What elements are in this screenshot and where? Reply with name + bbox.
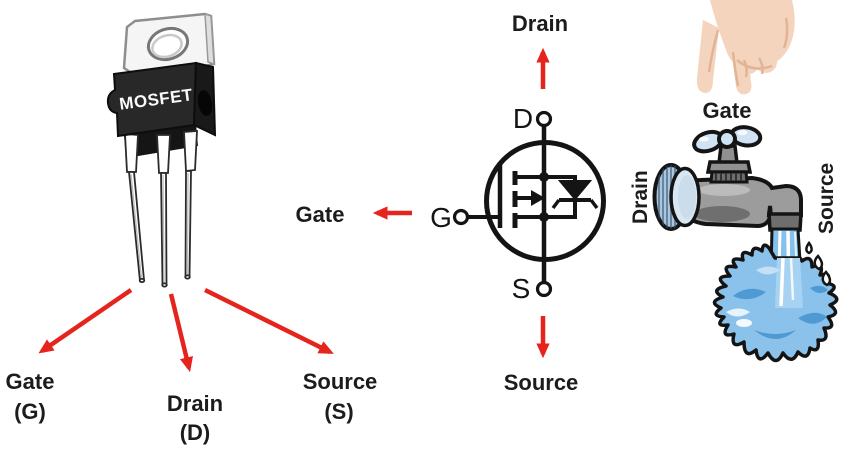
package-leg-source (183, 130, 198, 280)
tab-thickness-edge (204, 12, 215, 66)
tab-hole-inner-shadow (151, 33, 183, 59)
spout-mouth (767, 212, 803, 232)
faucet-flange (652, 163, 701, 231)
water (712, 227, 839, 363)
arrow-to-gate-icon (38, 288, 133, 354)
faucet-body-shadow (694, 206, 750, 222)
terminal-d (535, 110, 553, 128)
index-finger (696, 20, 719, 93)
pin-label-source: Source (303, 369, 378, 394)
terminal-d-letter: D (513, 103, 533, 134)
pin-label-gate: Gate (6, 369, 55, 394)
hand-shading (707, 17, 789, 87)
analogy-source-label: Source (815, 163, 838, 234)
faucet-analogy: Gate (629, 0, 839, 363)
arrow-to-drain-icon (168, 293, 194, 373)
terminal-g-letter: G (430, 202, 452, 233)
body-arrow-icon (531, 190, 545, 206)
faucet-body-highlight (698, 184, 750, 196)
pin-labels: Gate (G) Drain (D) Source (S) (6, 369, 378, 445)
splash-streak (779, 257, 785, 307)
analogy-gate-label: Gate (703, 98, 752, 123)
package-side-notch (197, 90, 213, 116)
body-diode (544, 175, 599, 219)
nut-ribs (715, 173, 742, 181)
pin-abbr-source: (S) (324, 399, 353, 424)
splash-dark-patches (733, 285, 828, 339)
package-leg-gate (124, 133, 146, 283)
splash-streak2 (789, 257, 795, 301)
mosfet-package-illustration: MOSFET Gate (G) Drain (D) Source (S) (6, 12, 378, 445)
faucet-bonnet (705, 160, 753, 174)
faucet-handle (692, 125, 763, 154)
faucet-illustration (652, 125, 803, 232)
splash-stream-core (775, 258, 803, 308)
pin-label-drain: Drain (167, 391, 223, 416)
terminal-s-letter: S (512, 273, 531, 304)
splash-light-patches (726, 266, 780, 327)
pin-abbr-gate: (G) (14, 399, 46, 424)
terminal-s (535, 280, 553, 298)
package-body: MOSFET (106, 61, 217, 138)
symbol-drain-label: Drain (512, 11, 568, 36)
symbol-gate-label: Gate (296, 202, 345, 227)
terminal-g (452, 208, 470, 226)
pin-abbr-drain: (D) (180, 420, 211, 445)
pin-callout-arrows (38, 287, 334, 373)
mosfet-circuit-symbol: Drain (296, 11, 606, 395)
package-metal-tab (122, 12, 216, 74)
water-droplets (805, 240, 832, 287)
arrow-to-source-icon (204, 287, 334, 355)
symbol-source-label: Source (504, 370, 579, 395)
package-leg-drain (156, 134, 171, 288)
hand-illustration (696, 0, 795, 95)
analogy-drain-label: Drain (629, 170, 652, 224)
faucet-ribbed-nut (709, 170, 749, 184)
package-legs (124, 130, 198, 288)
